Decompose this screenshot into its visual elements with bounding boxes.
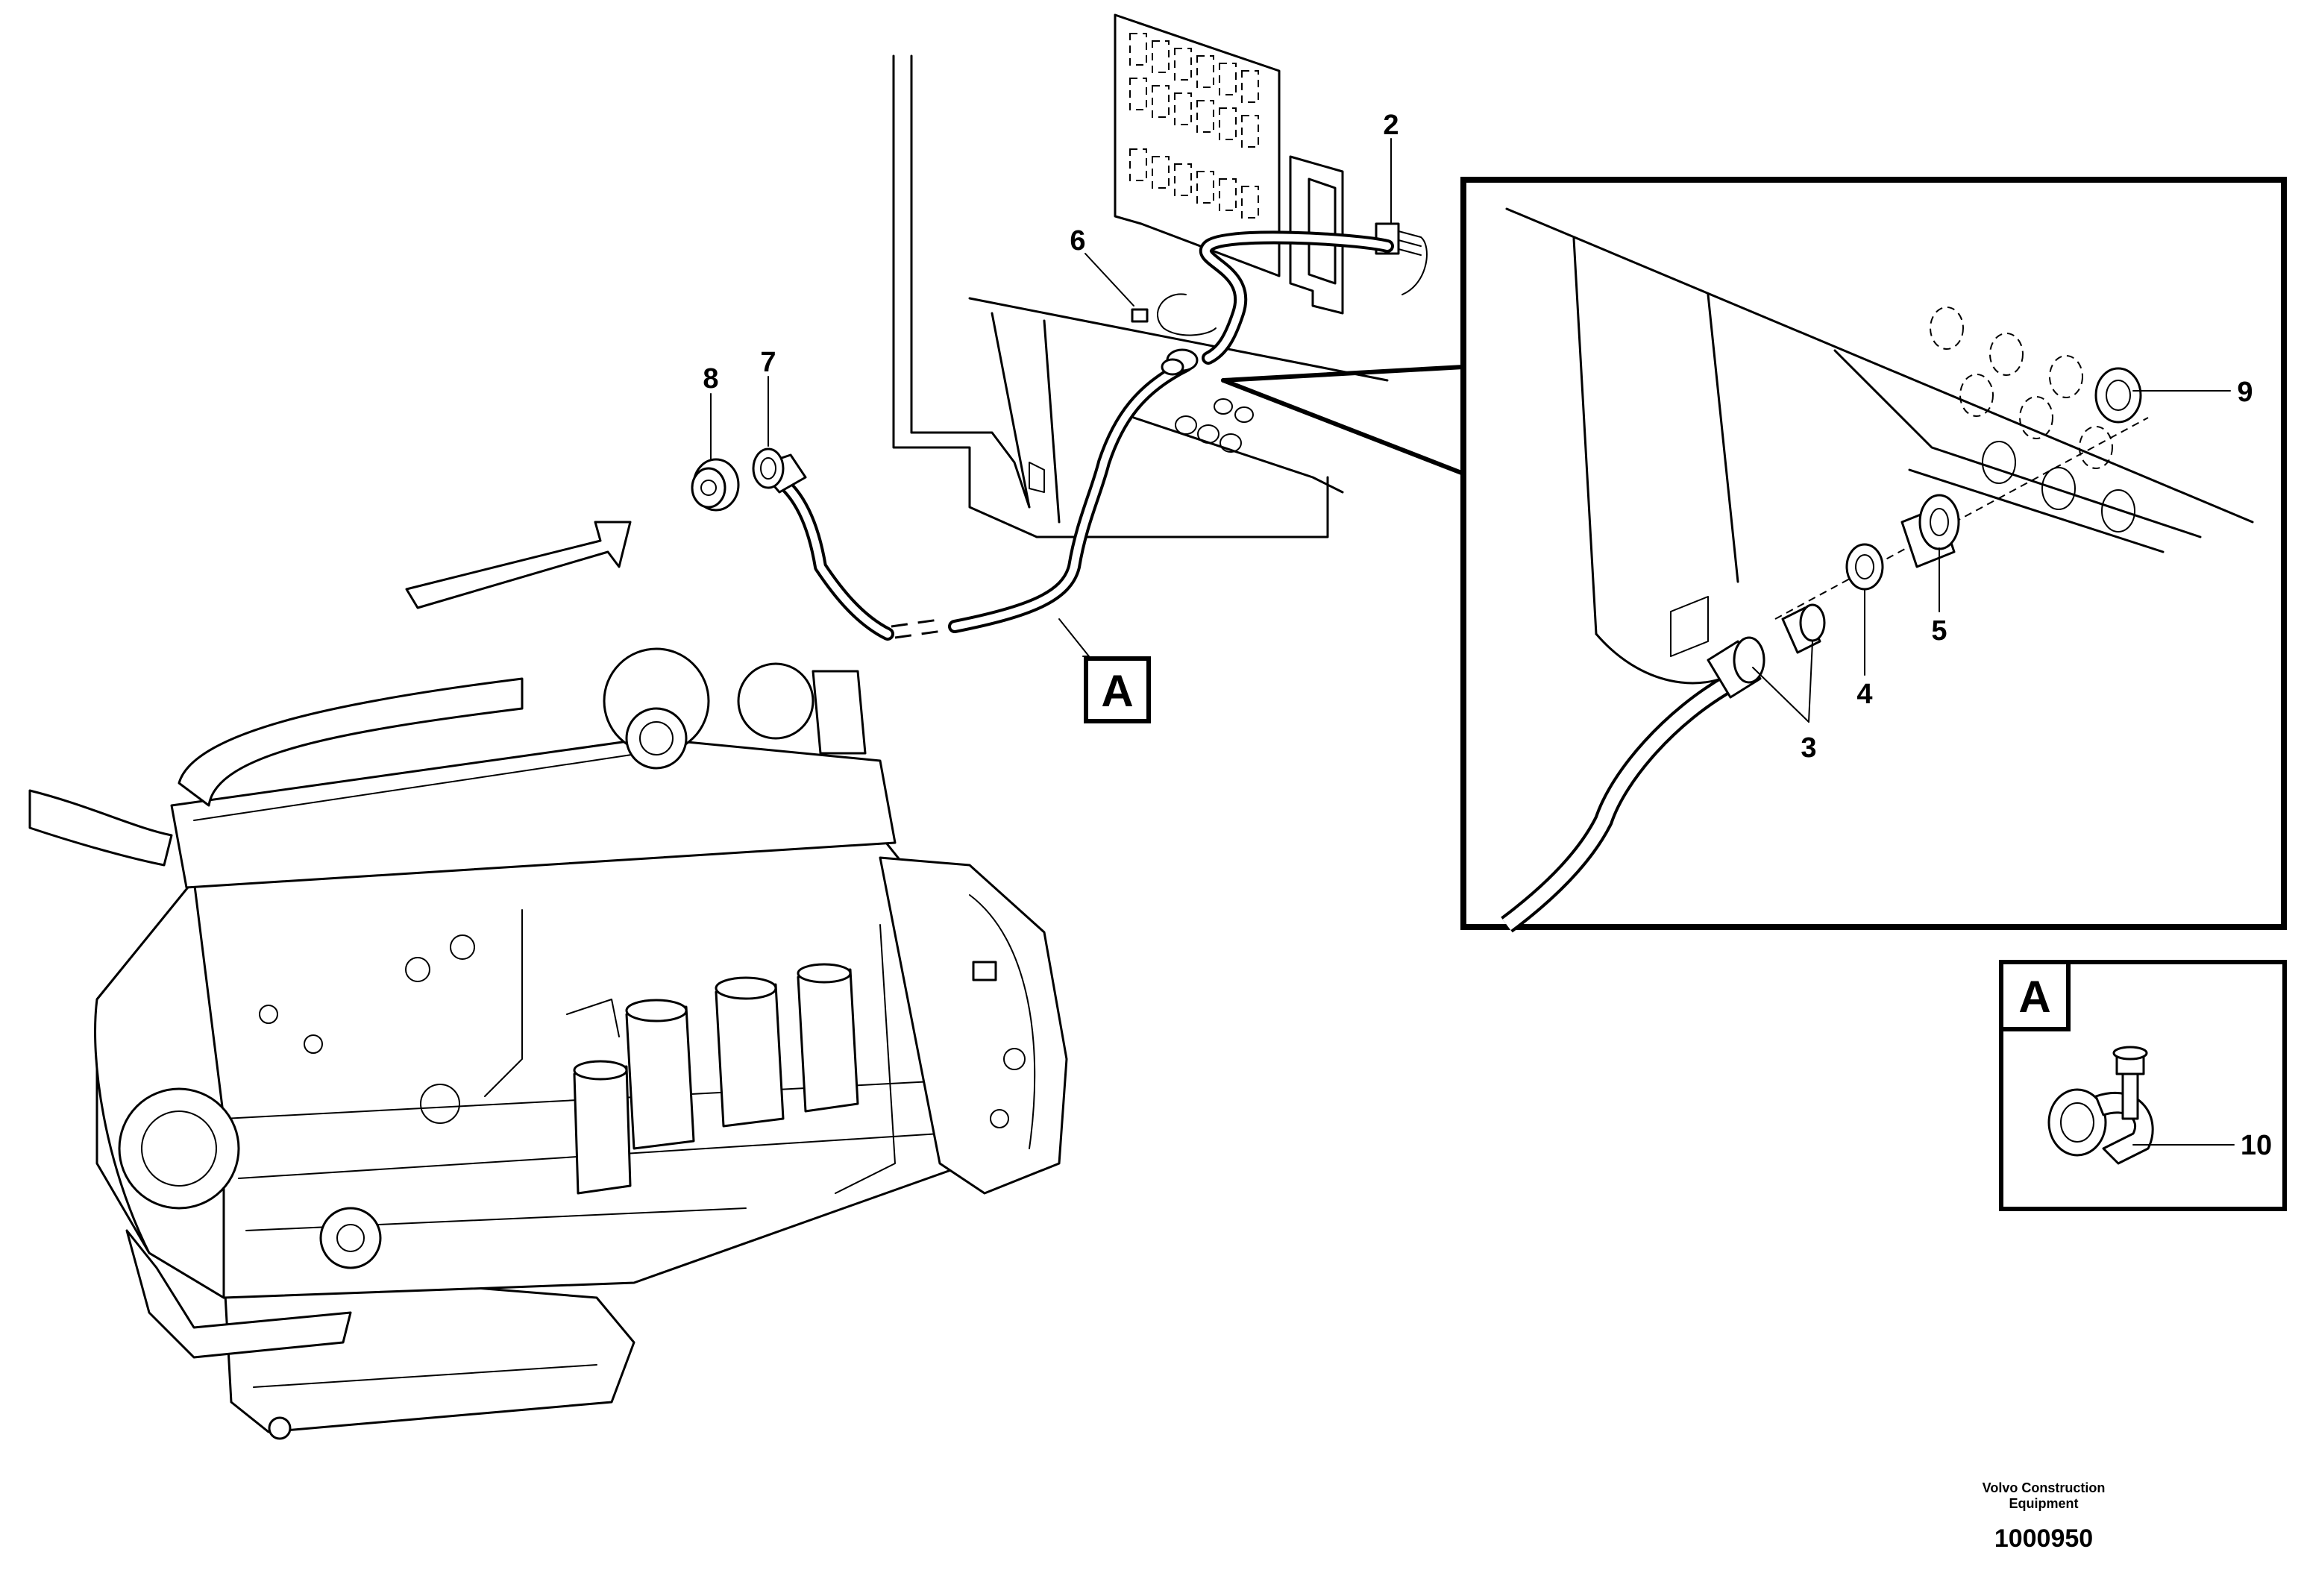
- cab-frame: [892, 54, 1389, 538]
- brand-line-2: Equipment: [2009, 1496, 2079, 1511]
- adapter-5: [1900, 494, 1960, 568]
- detail-panel: [1221, 177, 2287, 933]
- engine-assembly: [28, 647, 1068, 1440]
- nut-9: [2094, 367, 2142, 424]
- fuse-board: [1114, 13, 1281, 277]
- callout-9: 9: [2237, 377, 2253, 408]
- callout-6: 6: [1070, 225, 1085, 257]
- cap-8: [691, 458, 740, 512]
- p-clamp-10: [2047, 1046, 2154, 1165]
- callout-8: 8: [703, 363, 718, 395]
- callout-4: 4: [1856, 679, 1872, 710]
- view-a-letter-detail: A: [2018, 972, 2050, 1022]
- callout-3: 3: [1801, 732, 1816, 764]
- external-cable: [769, 359, 1193, 641]
- callout-5: 5: [1931, 615, 1947, 647]
- direction-arrow: [405, 521, 632, 609]
- socket-7: [752, 447, 807, 494]
- view-a-label: [1084, 656, 1151, 723]
- detail-view-a: [1999, 960, 2287, 1211]
- callout-10: 10: [2241, 1130, 2272, 1161]
- grommet: [1161, 348, 1199, 376]
- wiring-harness: [1131, 230, 1394, 365]
- view-a-letter-main: A: [1101, 666, 1133, 716]
- brand-line-1: Volvo Construction: [1982, 1480, 2106, 1495]
- fuse-slots: [1129, 33, 1259, 219]
- locknut-4: [1845, 543, 1884, 591]
- callout-2: 2: [1383, 110, 1399, 141]
- callout-7: 7: [760, 347, 776, 378]
- drawing-number: 1000950: [1994, 1524, 2094, 1553]
